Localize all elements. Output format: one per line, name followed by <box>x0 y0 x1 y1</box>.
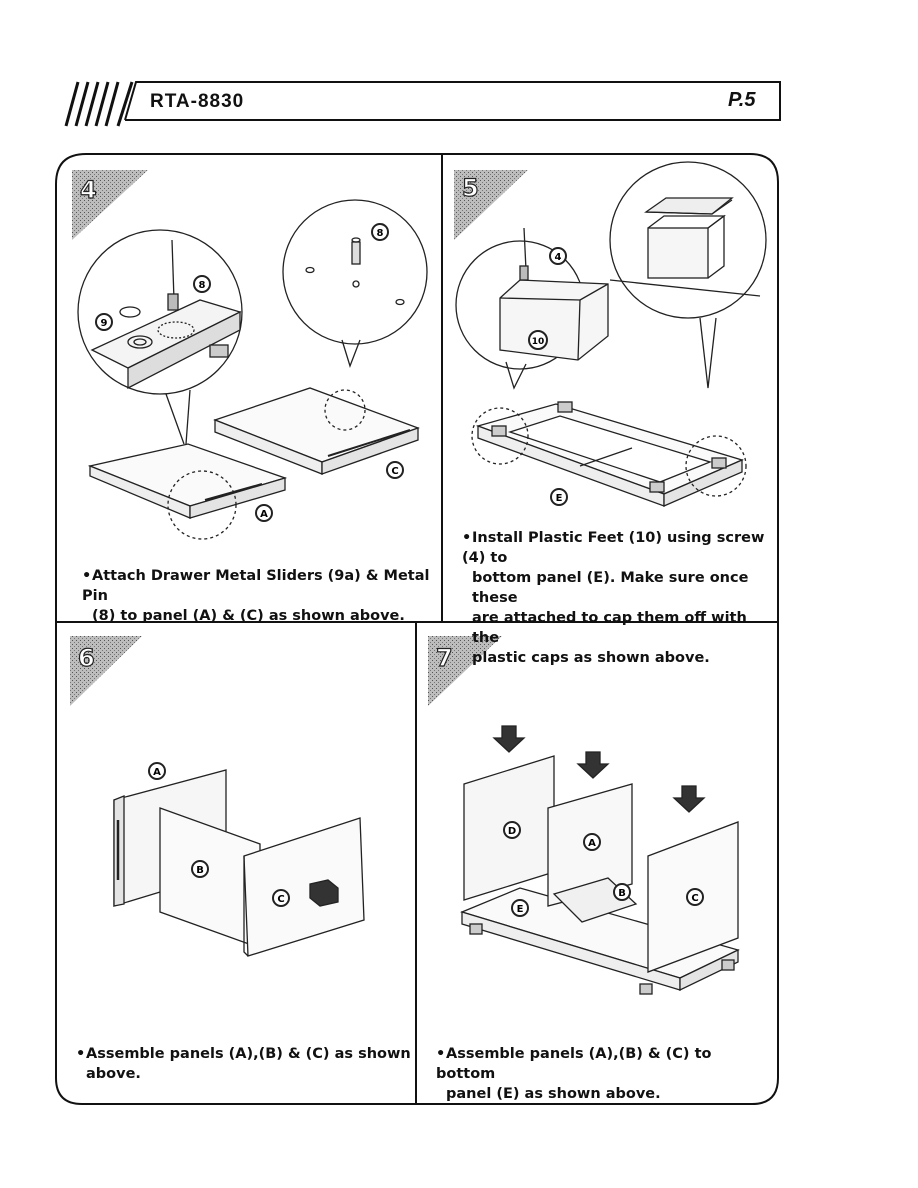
svg-text:8: 8 <box>377 228 384 239</box>
step7-caption: •Assemble panels (A),(B) & (C) to bottom… <box>436 1046 712 1102</box>
header-bar <box>64 81 781 127</box>
callout-d: D <box>503 821 521 839</box>
callout-a: A <box>255 504 273 522</box>
callout-4: 4 <box>549 247 567 265</box>
svg-text:E: E <box>556 493 563 504</box>
callout-a: A <box>583 833 601 851</box>
svg-text:B: B <box>618 888 626 899</box>
step5-number: 5 <box>461 173 479 202</box>
svg-text:9: 9 <box>101 318 108 329</box>
callout-8-zoom: 8 <box>371 223 389 241</box>
callout-b: B <box>613 883 631 901</box>
step5-badge <box>454 170 528 240</box>
svg-text:C: C <box>391 466 398 477</box>
svg-text:C: C <box>277 894 284 905</box>
step6-number: 6 <box>77 643 95 672</box>
step4-caption: •Attach Drawer Metal Sliders (9a) & Meta… <box>82 568 430 624</box>
callout-b: B <box>191 860 209 878</box>
callout-e: E <box>511 899 529 917</box>
callout-8-screw: 8 <box>193 275 211 293</box>
step7-badge <box>428 636 502 706</box>
callout-c: C <box>272 889 290 907</box>
svg-text:A: A <box>260 509 268 520</box>
step6-caption: •Assemble panels (A),(B) & (C) as shown … <box>76 1046 411 1082</box>
callout-9: 9 <box>95 313 113 331</box>
step5-caption: •Install Plastic Feet (10) using screw (… <box>462 530 765 666</box>
step4-number: 4 <box>79 175 97 204</box>
svg-text:8: 8 <box>199 280 206 291</box>
step4-badge <box>72 170 148 240</box>
callout-c: C <box>386 461 404 479</box>
svg-text:D: D <box>508 826 516 837</box>
stripes-logo <box>64 81 134 127</box>
svg-text:C: C <box>691 893 698 904</box>
page-number: P.5 <box>728 89 756 111</box>
svg-text:10: 10 <box>532 337 545 347</box>
svg-text:A: A <box>153 767 161 778</box>
callout-c: C <box>686 888 704 906</box>
step7-number: 7 <box>435 643 453 672</box>
model-number: RTA-8830 <box>150 91 245 112</box>
svg-text:E: E <box>517 904 524 915</box>
callout-10: 10 <box>528 330 548 350</box>
step6-badge <box>70 636 142 706</box>
callout-a: A <box>148 762 166 780</box>
svg-text:4: 4 <box>555 252 562 263</box>
callout-e-base: E <box>550 488 568 506</box>
svg-text:B: B <box>196 865 204 876</box>
svg-text:A: A <box>588 838 596 849</box>
